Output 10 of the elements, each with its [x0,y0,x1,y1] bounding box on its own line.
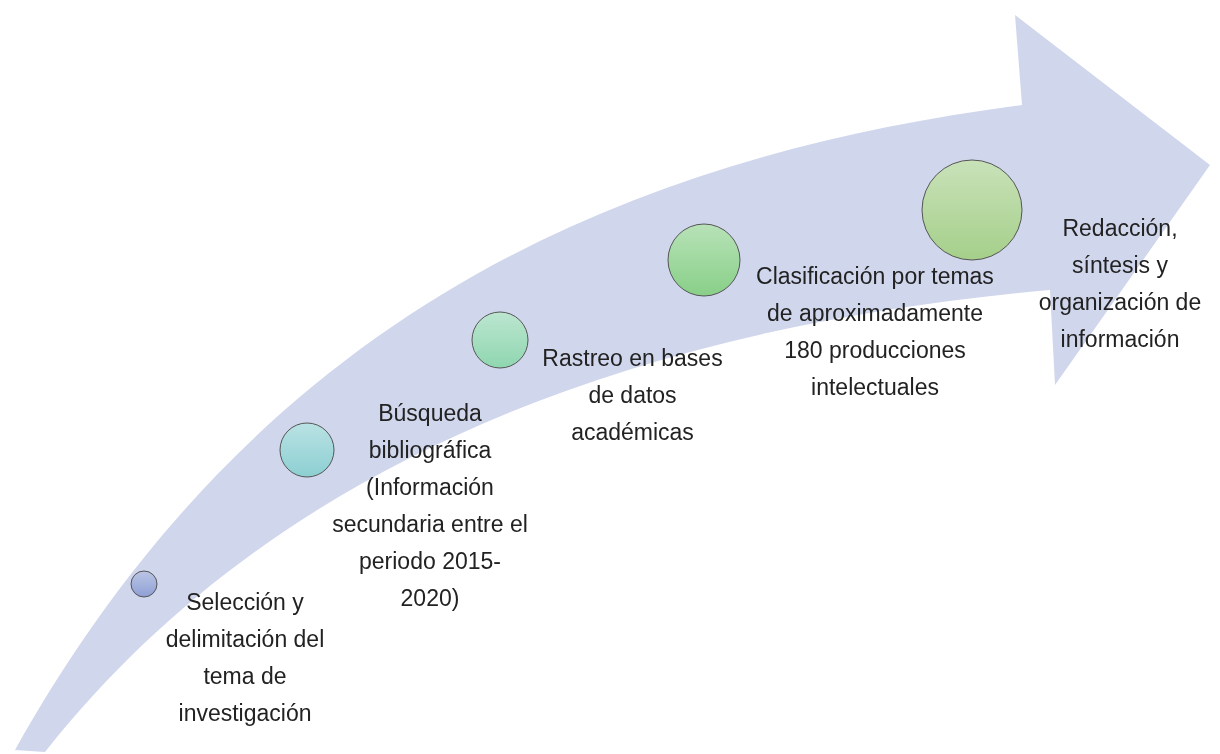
step-text: Clasificación por temas de aproximadamente 180 producciones intelectuales [755,262,995,402]
step-circle [921,159,1023,261]
step-text: Selección y delimitación del tema de investigación [164,588,326,728]
step-circle [667,223,741,297]
step-text: Búsqueda bibliográfica (Información secundaria entre el periodo 2015-2020) [331,399,529,613]
step-circle [279,422,335,478]
step-circle [471,311,529,369]
step-text: Rastreo en bases de datos académicas [541,344,724,447]
step-text: Redacción, síntesis y organización de información [1037,214,1203,354]
step-circle [130,570,158,598]
